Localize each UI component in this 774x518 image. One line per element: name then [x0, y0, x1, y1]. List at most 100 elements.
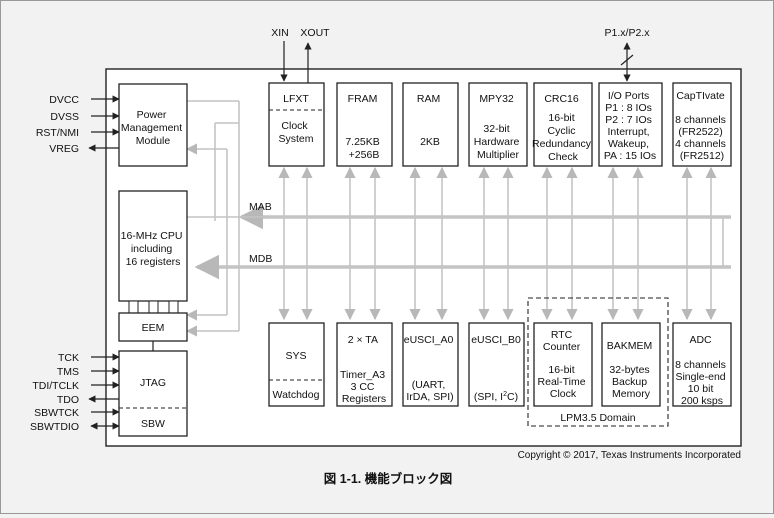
- ta-line-5: Registers: [342, 393, 386, 405]
- usci-a0-line-1: eUSCI_A0: [404, 334, 454, 346]
- captivate-block: [672, 82, 732, 167]
- pin-xin: XIN: [271, 27, 289, 39]
- timer-a-block: [336, 322, 393, 407]
- mpy32-line-1: MPY32: [479, 93, 514, 105]
- captivate-line-3: 8 channels: [675, 114, 726, 126]
- pin-tck: TCK: [58, 352, 79, 364]
- cpu-line-1: 16-MHz CPU: [121, 230, 183, 242]
- eusci-a0-block: [402, 322, 459, 407]
- mpy32-block: [468, 82, 528, 167]
- pin-xout: XOUT: [300, 27, 330, 39]
- rtc-line-2: Counter: [543, 341, 581, 353]
- cpu-line-3: 16 registers: [126, 256, 181, 268]
- crc16-block: [533, 82, 593, 167]
- timer-a-label: 2 × TA Timer_A3 3 CC Registers: [340, 334, 388, 405]
- jtag-label: JTAG: [140, 377, 166, 389]
- cpu-block: [118, 190, 188, 302]
- rtc-line-1: RTC: [551, 329, 573, 341]
- rtc-line-4: 16-bit: [548, 364, 574, 376]
- lfxt-block: [268, 82, 325, 167]
- sys-title: SYS: [285, 350, 306, 362]
- crc16-line-6: Check: [548, 151, 579, 163]
- io-line-6: PA : 15 IOs: [604, 150, 656, 162]
- bakmem-line-4: Backup: [612, 376, 647, 388]
- io-ports-block: [598, 82, 663, 167]
- lpm35-domain: [527, 297, 669, 427]
- cpu-line-2: including: [131, 243, 173, 255]
- mpy32-line-4: Hardware: [474, 136, 520, 148]
- pmm-block: [118, 83, 188, 167]
- sys-block: [268, 322, 325, 407]
- jtag-block: [118, 350, 188, 437]
- fram-line-4: +256B: [349, 149, 380, 161]
- lpm35-domain-label: LPM3.5 Domain: [560, 412, 635, 424]
- bakmem-label: BAKMEM 32-bytes Backup Memory: [607, 340, 655, 400]
- mpy32-label: MPY32 32-bit Hardware Multiplier: [474, 93, 522, 161]
- pin-sbwtck: SBWTCK: [34, 407, 79, 419]
- lfxt-title: LFXT: [283, 93, 309, 105]
- usci-a0-line-5: IrDA, SPI): [406, 391, 453, 403]
- ta-line-3: Timer_A3: [340, 369, 385, 381]
- bakmem-block: [601, 322, 661, 407]
- figure-caption: 図 1-1. 機能ブロック図: [324, 471, 453, 486]
- io-line-3: P2 : 7 IOs: [605, 114, 652, 126]
- pin-rst-nmi: RST/NMI: [36, 127, 79, 139]
- clock-line-2: System: [278, 133, 313, 145]
- pmm-line-3: Module: [136, 135, 171, 147]
- pin-sbwtdio: SBWTDIO: [30, 421, 79, 433]
- cpu-eem-links: [128, 300, 179, 314]
- crc16-label: CRC16 16-bit Cyclic Redundancy Check: [532, 93, 594, 163]
- rtc-line-6: Clock: [550, 388, 577, 400]
- sbw-label: SBW: [141, 418, 165, 430]
- pmm-line-2: Management: [121, 122, 182, 134]
- clock-system-label: Clock System: [278, 120, 313, 145]
- ta-line-1: 2 × TA: [348, 334, 378, 346]
- eusci-b0-block: [468, 322, 525, 407]
- crc16-line-1: CRC16: [544, 93, 579, 105]
- pin-dvss: DVSS: [50, 111, 79, 123]
- adc-line-6: 200 ksps: [681, 395, 723, 407]
- captivate-label: CapTIvate 8 channels (FR2522) 4 channels…: [675, 90, 729, 162]
- pmm-line-1: Power: [137, 109, 167, 121]
- adc-block: [672, 322, 732, 407]
- left-pin-labels: DVCC DVSS RST/NMI VREG TCK TMS TDI/TCLK …: [30, 94, 79, 433]
- mpy32-line-3: 32-bit: [483, 123, 509, 135]
- usci-a0-line-4: (UART,: [412, 379, 446, 391]
- cpu-bus-connectors: [185, 100, 267, 337]
- io-ports-label: I/O Ports P1 : 8 IOs P2 : 7 IOs Interrup…: [604, 90, 656, 162]
- adc-line-3: 8 channels: [675, 359, 726, 371]
- pin-tms: TMS: [57, 366, 79, 378]
- bakmem-line-1: BAKMEM: [607, 340, 653, 352]
- mpy32-line-5: Multiplier: [477, 149, 520, 161]
- left-pin-lines: [88, 95, 120, 430]
- io-line-2: P1 : 8 IOs: [605, 102, 652, 114]
- adc-label: ADC 8 channels Single-end 10 bit 200 ksp…: [675, 334, 729, 407]
- io-line-4: Interrupt,: [608, 126, 650, 138]
- mdb-label: MDB: [249, 253, 272, 265]
- adc-line-5: 10 bit: [688, 383, 714, 395]
- eem-label: EEM: [142, 322, 165, 334]
- eusci-a0-label: eUSCI_A0 (UART, IrDA, SPI): [404, 334, 457, 403]
- fram-line-1: FRAM: [348, 93, 378, 105]
- rtc-line-5: Real-Time: [538, 376, 586, 388]
- ram-label: RAM 2KB: [417, 93, 443, 148]
- io-line-1: I/O Ports: [608, 90, 649, 102]
- io-line-5: Wakeup,: [608, 138, 649, 150]
- captivate-line-5: 4 channels: [675, 138, 726, 150]
- pmm-label: Power Management Module: [121, 109, 185, 147]
- fram-block: [336, 82, 393, 167]
- pin-vreg: VREG: [49, 143, 79, 155]
- mab-label: MAB: [249, 201, 272, 213]
- watchdog-label: Watchdog: [273, 389, 320, 401]
- adc-line-1: ADC: [689, 334, 712, 346]
- crc16-line-4: Cyclic: [548, 125, 576, 137]
- pin-tdo: TDO: [57, 394, 79, 406]
- captivate-line-1: CapTIvate: [676, 90, 725, 102]
- pin-tdi-tclk: TDI/TCLK: [32, 380, 79, 392]
- pin-ports: P1.x/P2.x: [605, 27, 651, 39]
- fram-label: FRAM 7.25KB +256B: [345, 93, 382, 161]
- pin-dvcc: DVCC: [49, 94, 79, 106]
- rtc-label: RTC Counter 16-bit Real-Time Clock: [538, 329, 589, 400]
- ta-line-4: 3 CC: [351, 381, 375, 393]
